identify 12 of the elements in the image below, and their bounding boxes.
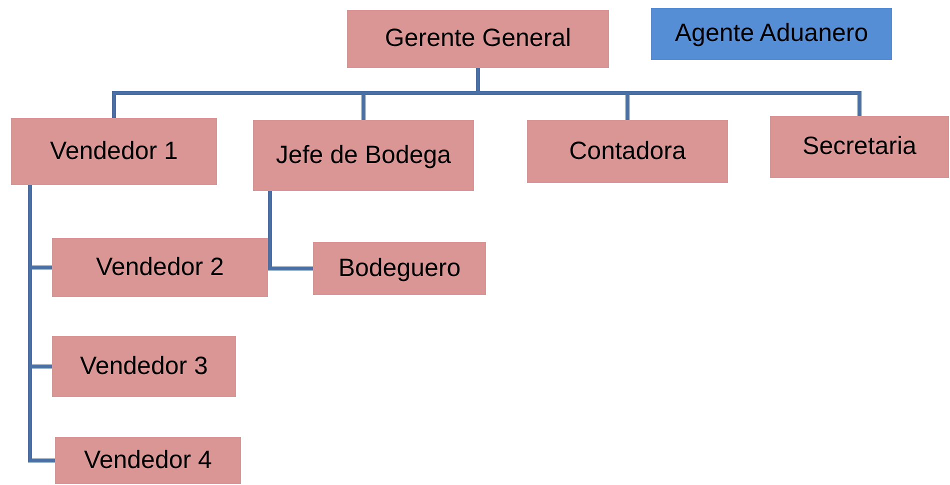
- position-box: Secretaria: [770, 116, 949, 178]
- position-box: Vendedor 1: [11, 118, 217, 185]
- position-box: Vendedor 4: [55, 437, 241, 484]
- position-box: Jefe de Bodega: [253, 120, 474, 191]
- position-box: Bodeguero: [313, 242, 486, 295]
- position-box: Contadora: [527, 120, 728, 183]
- position-box: Gerente General: [347, 10, 609, 68]
- position-box: Vendedor 2: [52, 238, 268, 297]
- connector-line: [476, 68, 862, 116]
- position-box: Agente Aduanero: [651, 8, 892, 60]
- position-box: Vendedor 3: [52, 336, 236, 397]
- connector-line: [268, 191, 313, 270]
